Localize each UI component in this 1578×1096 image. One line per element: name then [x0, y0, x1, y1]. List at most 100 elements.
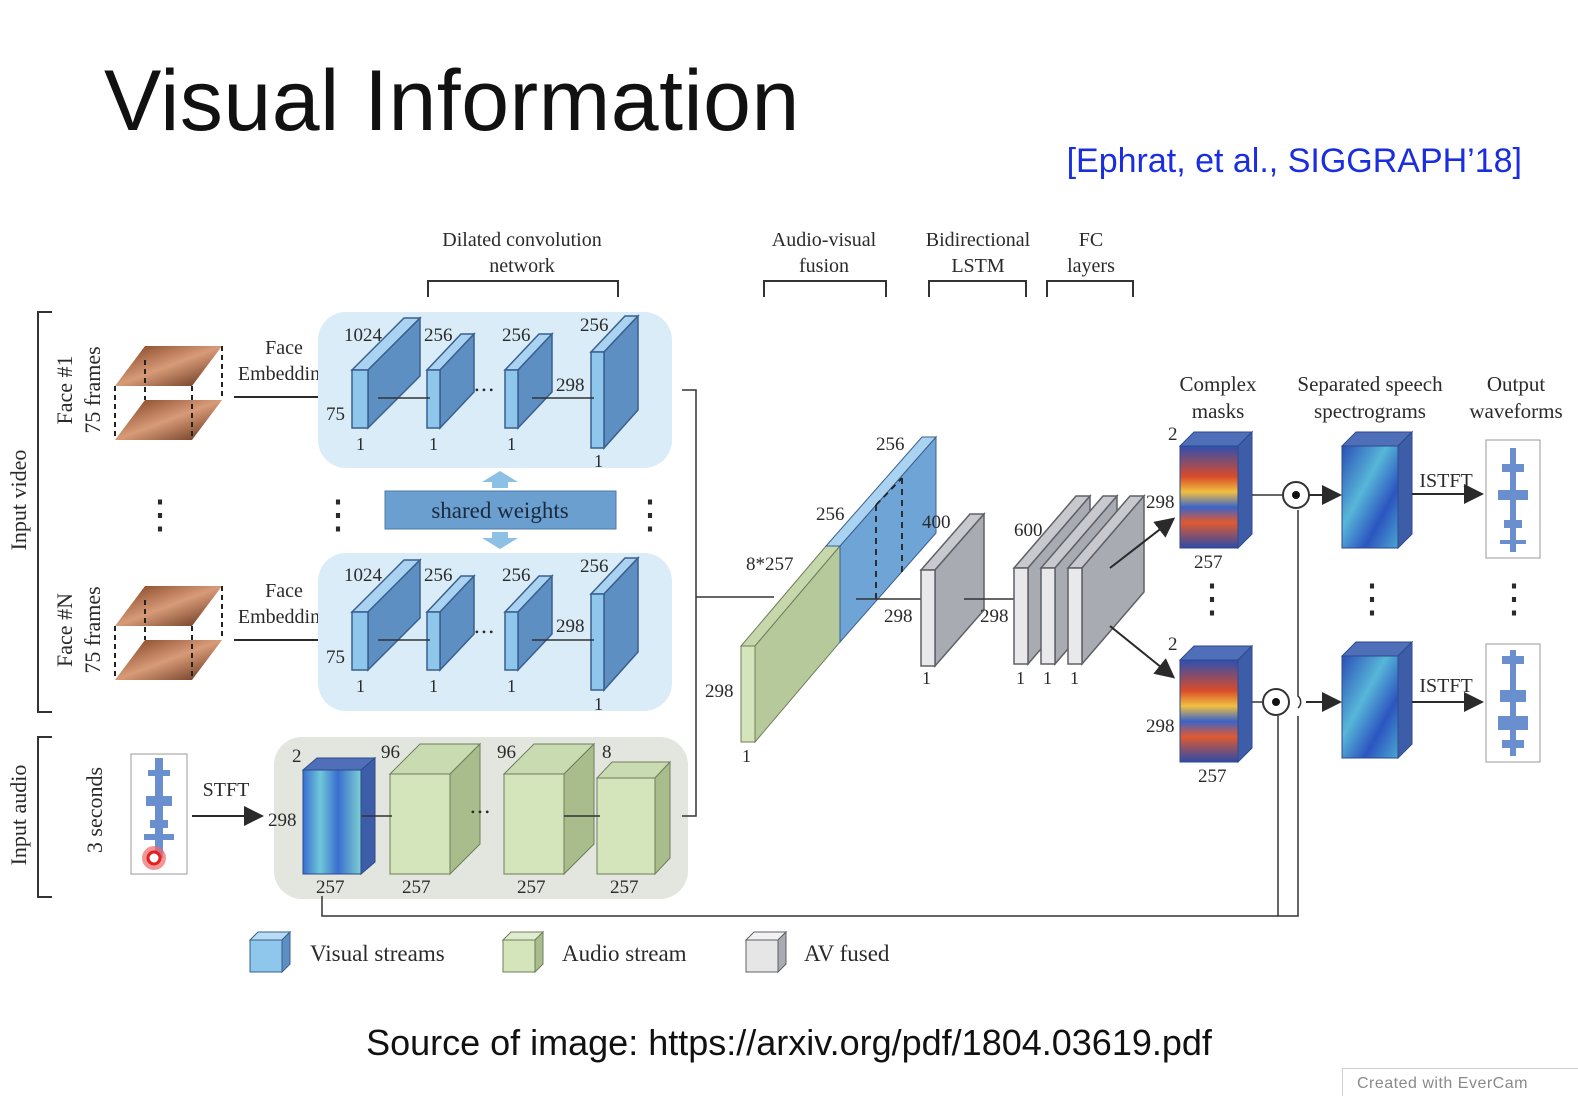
waveforms-ellipsis: ⋮: [1494, 576, 1534, 621]
header-masks-line1: Complex: [1180, 372, 1257, 396]
shared-weights-arrow-up: [482, 471, 518, 488]
architecture-diagram: Input video Input audio Face #1 75 frame…: [6, 229, 1563, 974]
header-fusion-bracket: [763, 280, 887, 297]
visual-n-c2: 256: [424, 565, 453, 586]
audio-c3: 8: [602, 742, 612, 763]
visual-1-c3: 256: [502, 325, 531, 346]
visual-stream-1-layers: [350, 314, 640, 450]
visual-n-w: 298: [556, 616, 585, 637]
visual-1-one-c: 1: [507, 434, 516, 454]
stft-label: STFT: [203, 779, 250, 801]
audio-c2: 96: [497, 742, 516, 763]
mask-1-w: 257: [1194, 552, 1223, 573]
audio-w-3: 257: [517, 877, 546, 898]
shared-weights-label: shared weights: [431, 498, 568, 523]
visual-stream-n-layers: [350, 556, 640, 692]
separated-spectrogram-1: [1340, 430, 1414, 550]
visual-n-one-a: 1: [356, 676, 365, 696]
face-n-embedding-line1: Face: [265, 580, 303, 602]
audio-h: 298: [268, 810, 297, 831]
complex-mask-n: [1178, 644, 1254, 764]
fc-one-b: 1: [1043, 668, 1052, 688]
lstm-block: [919, 512, 986, 668]
face-1-frames-stack: [114, 346, 223, 440]
visual-n-one-d: 1: [594, 694, 603, 714]
input-video-bracket: [37, 311, 52, 713]
header-fc-line2: layers: [1067, 255, 1115, 277]
visual-n-c3: 256: [502, 565, 531, 586]
face-1-embedding-line2: Embedding: [238, 363, 330, 385]
mask-n-w: 257: [1198, 766, 1227, 787]
mask-n-c: 2: [1168, 634, 1178, 655]
header-dilated-line1: Dilated convolution: [442, 229, 601, 251]
visual-1-one-d: 1: [594, 451, 603, 471]
fc-c: 600: [1014, 520, 1043, 541]
shared-weights-box: [384, 490, 617, 530]
shared-weights-arrow-down: [482, 532, 518, 549]
fc-one-c: 1: [1070, 668, 1079, 688]
visual-1-one-a: 1: [356, 434, 365, 454]
header-spectrograms-line2: spectrograms: [1314, 399, 1426, 423]
header-fusion-line1: Audio-visual: [772, 229, 877, 251]
fc-layers: [1012, 493, 1146, 667]
visual-1-w: 298: [556, 375, 585, 396]
audio-dots: • • •: [471, 805, 490, 819]
visual-1-h: 75: [326, 404, 345, 425]
header-spectrograms-line1: Separated speech: [1297, 372, 1443, 396]
fc-one-a: 1: [1016, 668, 1025, 688]
header-fc-bracket: [1046, 280, 1134, 297]
output-waveform-1: [1485, 439, 1541, 559]
fc-to-mask-n-arrow: [1109, 625, 1176, 679]
mask-1-c: 2: [1168, 424, 1178, 445]
fc-to-mask-1-arrow: [1109, 517, 1176, 569]
header-waveforms-line1: Output: [1487, 372, 1546, 396]
header-fc-line1: FC: [1079, 229, 1103, 251]
audio-w-2: 257: [402, 877, 431, 898]
legend-item-visual: Visual streams: [248, 930, 445, 974]
audio-w-4: 257: [610, 877, 639, 898]
spectrograms-ellipsis: ⋮: [1352, 576, 1392, 621]
audio-c1: 96: [381, 742, 400, 763]
visual-1-c1: 1024: [344, 325, 383, 346]
face-1-frames: 75 frames: [80, 346, 105, 433]
mask-1-h: 298: [1146, 492, 1175, 513]
visual-1-c4: 256: [580, 315, 609, 336]
legend: Visual streams Audio stream AV fused: [248, 930, 890, 974]
fusion-block: [739, 435, 938, 744]
input-audio-label: Input audio: [6, 765, 31, 866]
slide-title: Visual Information: [104, 53, 800, 149]
audio-w-1: 257: [316, 877, 345, 898]
masks-ellipsis: ⋮: [1192, 576, 1232, 621]
input-audio-bracket: [37, 736, 52, 898]
audio-duration: 3 seconds: [82, 767, 107, 853]
visual-n-c4: 256: [580, 556, 609, 577]
header-dilated-line2: network: [489, 255, 555, 277]
fusion-depth-mid: 256: [816, 504, 845, 525]
header-lstm-bracket: [928, 280, 1027, 297]
legend-visual-label: Visual streams: [310, 941, 445, 966]
watermark: Created with EverCam: [1342, 1068, 1578, 1096]
lstm-h-in: 298: [884, 606, 913, 627]
legend-item-fused: AV fused: [744, 930, 890, 974]
face-1-label: Face #1: [52, 355, 77, 424]
visual-n-one-b: 1: [429, 676, 438, 696]
lstm-c: 400: [922, 512, 951, 533]
istft-label-1: ISTFT: [1419, 470, 1472, 492]
vertical-ellipsis-right: ⋮: [630, 492, 670, 537]
visual-n-dots: • • •: [475, 625, 494, 639]
output-waveform-n: [1485, 643, 1541, 763]
header-lstm-line1: Bidirectional: [926, 229, 1031, 251]
separated-spectrogram-n: [1340, 640, 1414, 760]
face-n-frames: 75 frames: [80, 586, 105, 673]
visual-n-c1: 1024: [344, 565, 383, 586]
visual-1-c2: 256: [424, 325, 453, 346]
audio-stream-layers: [301, 742, 672, 876]
image-source: Source of image: https://arxiv.org/pdf/1…: [366, 1022, 1212, 1063]
header-lstm-line2: LSTM: [951, 255, 1005, 277]
fusion-concat: 8*257: [746, 554, 794, 575]
visual-1-dots: • • •: [475, 383, 494, 397]
lstm-one: 1: [922, 668, 931, 688]
fusion-h: 298: [705, 681, 734, 702]
lstm-h-out: 298: [980, 606, 1009, 627]
citation: [Ephrat, et al., SIGGRAPH’18]: [1066, 142, 1522, 180]
